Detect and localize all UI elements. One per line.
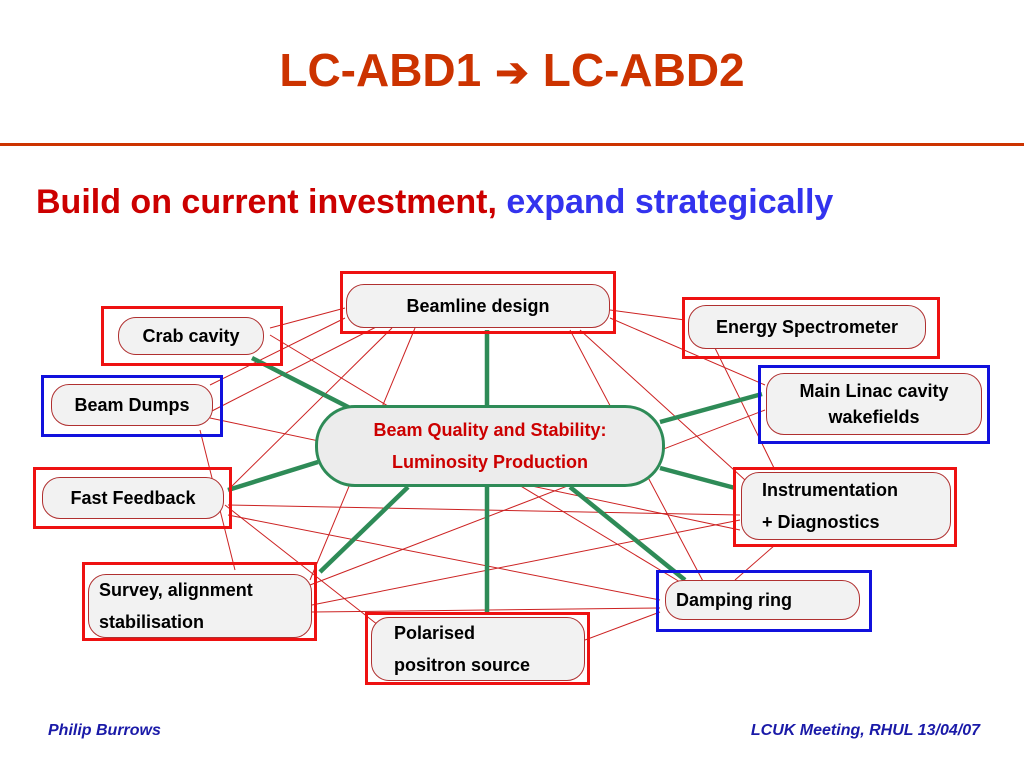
node-label: Crab cavity: [142, 326, 240, 346]
frame-energy-spectrometer: [682, 297, 940, 359]
node-label: Fast Feedback: [70, 488, 196, 508]
node-beam-dumps[interactable]: Beam Dumps: [51, 384, 213, 426]
node-label: Beam Dumps: [74, 395, 190, 415]
title-divider: [0, 143, 1024, 146]
node-fast-feedback[interactable]: Fast Feedback: [42, 477, 224, 519]
spoke-line: [659, 465, 736, 491]
node-label-line2: + Diagnostics: [762, 512, 880, 532]
spoke-line: [318, 485, 410, 574]
hub-beam-quality[interactable]: Beam Quality and Stability: Luminosity P…: [315, 405, 665, 487]
title-left: LC-ABD1: [279, 44, 482, 96]
link-line: [227, 327, 393, 491]
node-label-line2: wakefields: [828, 407, 920, 427]
subtitle-blue: expand strategically: [506, 183, 834, 221]
slide-subtitle: Build on current investment, expand stra…: [36, 180, 833, 224]
spoke-line: [227, 459, 319, 493]
footer-author: Philip Burrows: [48, 722, 161, 739]
frame-crab-cavity: [101, 306, 283, 366]
node-instrumentation-diagnostics[interactable]: Instrumentation + Diagnostics: [741, 472, 951, 540]
right-arrow-icon: ➔: [495, 51, 529, 95]
node-label-line2: positron source: [394, 655, 531, 675]
link-line: [584, 611, 661, 641]
node-label-line1: Instrumentation: [762, 480, 899, 500]
spoke-line: [659, 391, 763, 425]
node-survey-alignment[interactable]: Survey, alignment stabilisation: [88, 574, 312, 638]
frame-beam-dumps: [41, 375, 223, 437]
node-label-line2: stabilisation: [99, 612, 205, 632]
link-line: [224, 504, 379, 626]
link-line: [209, 317, 346, 386]
title-right: LC-ABD2: [542, 44, 745, 96]
hub-line2: Luminosity Production: [392, 452, 588, 472]
frame-damping-ring: [656, 570, 872, 632]
node-label: Beamline design: [406, 296, 550, 316]
node-beamline-design[interactable]: Beamline design: [346, 284, 610, 328]
slide-title: LC-ABD1 ➔ LC-ABD2: [0, 40, 1024, 103]
link-line: [609, 317, 766, 386]
spoke-line: [568, 485, 687, 582]
link-line: [209, 324, 381, 413]
link-line: [311, 519, 741, 606]
node-label: Energy Spectrometer: [715, 317, 899, 337]
hub-line1: Beam Quality and Stability:: [373, 420, 607, 440]
link-line: [609, 309, 686, 321]
frame-instrumentation: [733, 467, 957, 547]
node-label-line1: Survey, alignment: [99, 580, 253, 600]
frame-fast-feedback: [33, 467, 232, 529]
footer-meeting: LCUK Meeting, RHUL 13/04/07: [750, 722, 980, 739]
spoke-line: [250, 355, 352, 411]
link-line: [227, 514, 661, 601]
link-line: [579, 329, 746, 481]
node-main-linac-wakefields[interactable]: Main Linac cavity wakefields: [766, 373, 982, 435]
frame-positron: [365, 612, 590, 685]
node-label: Damping ring: [676, 590, 792, 610]
node-damping-ring[interactable]: Damping ring: [665, 580, 860, 620]
link-line: [734, 544, 776, 581]
link-line: [309, 409, 766, 586]
frame-survey: [82, 562, 317, 641]
node-energy-spectrometer[interactable]: Energy Spectrometer: [688, 305, 926, 349]
frame-beamline: [340, 271, 616, 334]
subtitle-red: Build on current investment,: [36, 183, 497, 221]
link-line: [227, 504, 741, 516]
node-label-line1: Main Linac cavity: [799, 381, 949, 401]
node-polarised-positron-source[interactable]: Polarised positron source: [371, 617, 585, 681]
frame-main-linac: [758, 365, 990, 444]
node-label-line1: Polarised: [394, 623, 476, 643]
link-line: [714, 347, 776, 471]
node-crab-cavity[interactable]: Crab cavity: [118, 317, 264, 355]
